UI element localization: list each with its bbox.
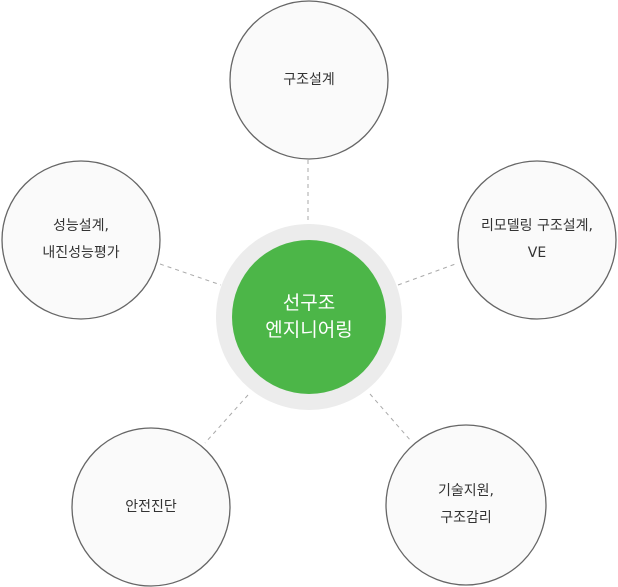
- node-structural-design: 구조설계: [283, 71, 335, 88]
- center-circle: [232, 240, 386, 394]
- node-technical-support: 기술지원, 구조감리: [438, 483, 494, 526]
- connector-left: [159, 263, 222, 286]
- node-remodeling: 리모델링 구조설계, VE: [481, 218, 593, 261]
- node-circle-right: [457, 160, 617, 320]
- connector-bottom-left: [204, 394, 249, 444]
- node-safety-diagnosis: 안전진단: [125, 498, 177, 515]
- connector-right: [397, 262, 459, 286]
- center-label-line1: 선구조: [282, 292, 336, 314]
- node-circle-bottom-right: [385, 424, 547, 586]
- node-performance-design: 성능설계, 내진성능평가: [42, 218, 120, 261]
- node-circle-left: [1, 160, 161, 320]
- center-label-line2: 엔지니어링: [265, 319, 353, 341]
- connector-bottom-right: [369, 393, 412, 442]
- node-circle-bottom-left: [71, 427, 231, 587]
- center-label: 선구조 엔지니어링: [229, 237, 389, 397]
- node-circle-top: [229, 0, 389, 160]
